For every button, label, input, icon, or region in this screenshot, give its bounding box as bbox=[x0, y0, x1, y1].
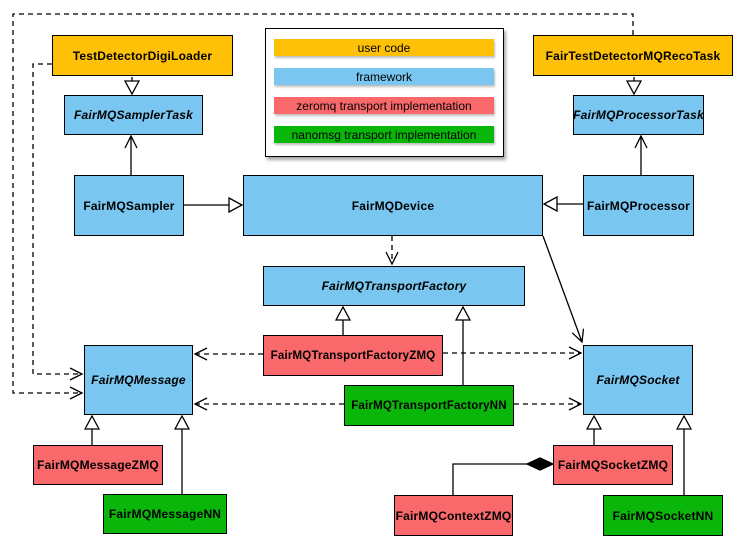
node-fairmqprocessortask: FairMQProcessorTask bbox=[573, 95, 704, 135]
node-fairmqcontextzmq: FairMQContextZMQ bbox=[394, 495, 513, 536]
legend-label-nanomsg: nanomsg transport implementation bbox=[291, 127, 477, 142]
node-fairmqsamplertask: FairMQSamplerTask bbox=[64, 95, 203, 135]
edge-arrow-device-socket bbox=[542, 235, 585, 344]
legend-item-zeromq: zeromq transport implementation bbox=[274, 97, 494, 114]
legend-label-zeromq: zeromq transport implementation bbox=[296, 98, 472, 113]
legend-label-user-code: user code bbox=[357, 40, 411, 55]
node-fairmqtransportfactorynn: FairMQTransportFactoryNN bbox=[344, 385, 514, 426]
node-fairmqsocketnn: FairMQSocketNN bbox=[603, 495, 723, 536]
node-fairmqtransportfactoryzmq: FairMQTransportFactoryZMQ bbox=[263, 335, 443, 376]
node-fairtestdetectormqrecotask: FairTestDetectorMQRecoTask bbox=[533, 35, 733, 76]
legend-label-framework: framework bbox=[355, 69, 412, 84]
node-fairmqsocketzmq: FairMQSocketZMQ bbox=[553, 445, 673, 485]
node-fairmqmessage: FairMQMessage bbox=[84, 345, 193, 415]
node-testdetectordigiloader: TestDetectorDigiLoader bbox=[52, 35, 233, 76]
legend-item-user-code: user code bbox=[274, 39, 494, 56]
node-fairmqsampler: FairMQSampler bbox=[74, 175, 184, 236]
legend-box: user code framework zeromq transport imp… bbox=[265, 28, 504, 157]
node-fairmqprocessor: FairMQProcessor bbox=[583, 175, 694, 236]
legend-item-nanomsg: nanomsg transport implementation bbox=[274, 126, 494, 143]
node-fairmqdevice: FairMQDevice bbox=[243, 175, 543, 236]
node-fairmqsocket: FairMQSocket bbox=[583, 345, 693, 415]
composition-diamond-icon bbox=[525, 457, 555, 471]
edge-comp-contextzmq-socketzmq-line bbox=[452, 463, 528, 495]
node-fairmqmessagezmq: FairMQMessageZMQ bbox=[33, 445, 163, 485]
node-fairmqtransportfactory: FairMQTransportFactory bbox=[263, 266, 525, 306]
legend-item-framework: framework bbox=[274, 68, 494, 85]
node-fairmqmessagenn: FairMQMessageNN bbox=[103, 494, 227, 534]
